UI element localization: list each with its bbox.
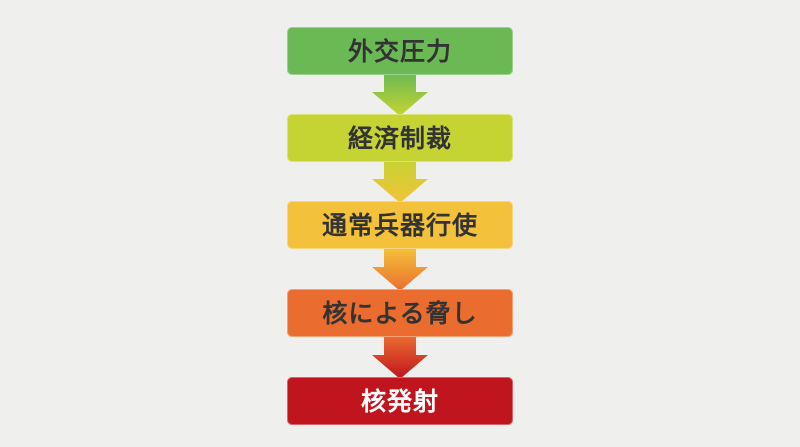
arrow-down-icon [372,335,428,379]
step-nuclear-launch: 核発射 [287,377,513,425]
step-label: 核発射 [360,386,439,416]
step-label: 通常兵器行使 [321,210,478,240]
step-nuclear-threat: 核による脅し [287,289,513,337]
arrow-down-icon [372,248,428,291]
step-diplomatic-pressure: 外交圧力 [287,27,513,75]
arrow-down-icon [372,160,428,203]
step-label: 核による脅し [322,298,478,328]
arrow-down-icon [372,72,428,116]
step-conventional-weapons: 通常兵器行使 [287,201,513,249]
step-label: 外交圧力 [347,36,452,66]
step-economic-sanctions: 経済制裁 [287,114,513,162]
step-label: 経済制裁 [347,123,452,153]
